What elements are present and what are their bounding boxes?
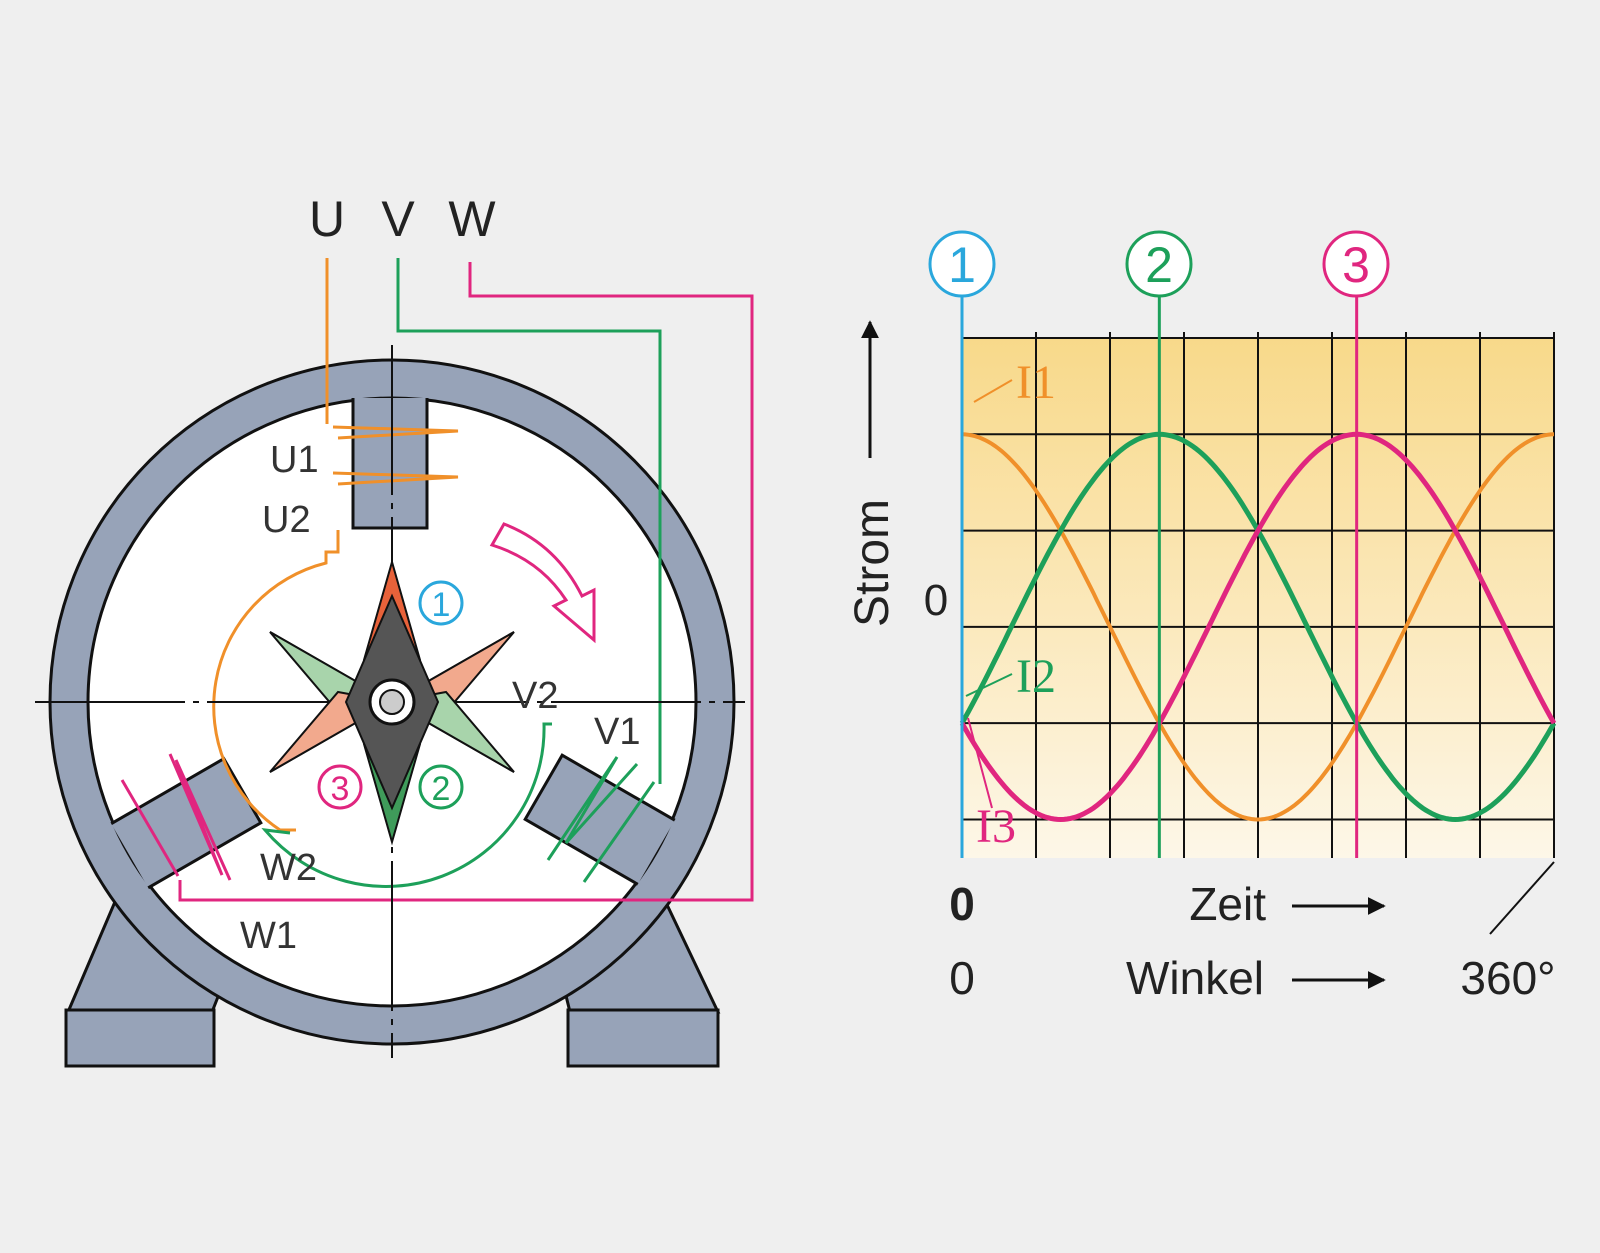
series-line-i3 — [959, 431, 1557, 823]
x-angle-end-label: 360° — [1460, 952, 1555, 1004]
winding-label-v2: V2 — [512, 675, 558, 717]
series-label-i3: I3 — [976, 800, 1016, 853]
svg-text:1: 1 — [948, 237, 976, 293]
series-label-i3-leader — [967, 717, 993, 809]
svg-text:2: 2 — [432, 770, 451, 808]
terminal-u-label: U — [309, 191, 345, 247]
current-chart: Strom 0 I1 I2 I3 1 2 3 0 Zeit 0 Winkel 3… — [846, 230, 1557, 1004]
series-label-i2: I2 — [1016, 650, 1056, 703]
svg-text:1: 1 — [432, 586, 451, 624]
rotor-marker-1: 1 — [418, 580, 464, 626]
winding-label-w2: W2 — [260, 847, 317, 889]
rotation-arrow — [489, 522, 596, 644]
chart-marker-2: 2 — [1125, 230, 1193, 298]
series-label-i1-leader — [973, 379, 1013, 403]
rotor — [269, 558, 515, 846]
rotor-marker-3: 3 — [317, 764, 363, 810]
winding-label-u1: U1 — [270, 439, 319, 481]
x-angle-end-leader — [1489, 861, 1555, 935]
series-label-i1: I1 — [1016, 356, 1056, 409]
series-label-i2-leader — [965, 673, 1013, 697]
svg-text:3: 3 — [331, 770, 350, 808]
chart-marker-3: 3 — [1322, 230, 1390, 298]
coil-u — [332, 425, 459, 486]
winding-label-v1: V1 — [594, 711, 640, 753]
y-zero-label: 0 — [924, 576, 948, 625]
winding-label-u2: U2 — [262, 499, 311, 541]
rotor-marker-2: 2 — [418, 764, 464, 810]
stator-pole-w — [110, 756, 263, 890]
x-time-label: Zeit — [1189, 878, 1266, 930]
chart-marker-lines — [960, 296, 1359, 858]
coil-w — [120, 753, 232, 881]
chart-series — [959, 431, 1557, 823]
x-angle-label: Winkel — [1126, 952, 1264, 1004]
terminal-w-label: W — [448, 191, 496, 247]
supply-wire-u — [212, 258, 340, 832]
x-time-zero-label: 0 — [949, 878, 975, 930]
winding-label-w1: W1 — [240, 915, 297, 957]
stator-pole-v — [523, 753, 676, 886]
y-axis-label: Strom — [846, 499, 899, 627]
x-angle-zero-label: 0 — [949, 952, 975, 1004]
motor-foot-left-base — [64, 1008, 216, 1068]
coil-v — [546, 756, 656, 883]
svg-text:3: 3 — [1342, 237, 1370, 293]
supply-wire-w — [178, 262, 754, 902]
motor-foot-right-base — [566, 1008, 720, 1068]
svg-text:2: 2 — [1145, 237, 1173, 293]
stator-pole-u — [351, 398, 429, 530]
motor-diagram: U V W U1 U2 V2 V1 W2 W1 1 3 2 — [35, 191, 754, 1068]
supply-wire-v — [261, 258, 662, 888]
chart-marker-1: 1 — [928, 230, 996, 298]
terminal-v-label: V — [381, 191, 415, 247]
